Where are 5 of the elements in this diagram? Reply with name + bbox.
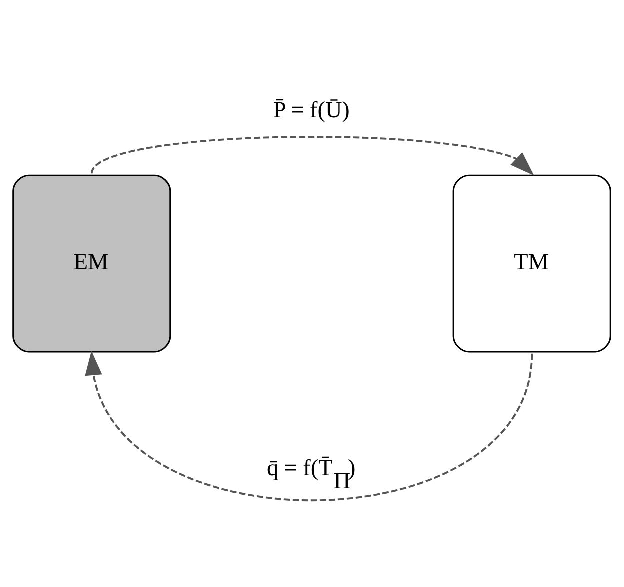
arrow bbox=[85, 350, 534, 502]
node-box: TM bbox=[452, 174, 612, 353]
node-box: EM bbox=[12, 174, 172, 353]
edge-label: P̄ = f(Ū) bbox=[273, 98, 350, 124]
arrow bbox=[91, 136, 534, 176]
